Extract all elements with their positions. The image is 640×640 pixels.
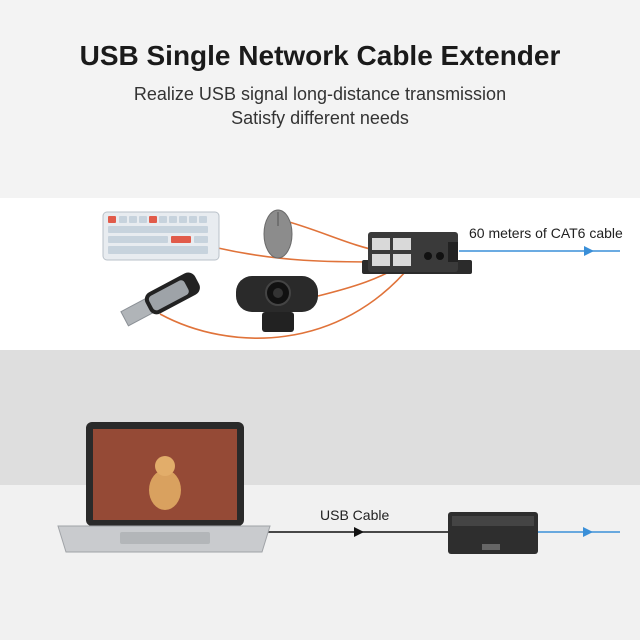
header-background [0,0,640,198]
webcam-icon [236,276,318,332]
subtitle-line-1: Realize USB signal long-distance transmi… [133,84,507,104]
arrow-icon [583,527,593,537]
usb-cable [250,527,452,537]
keyboard-icon [102,211,220,261]
arrow-icon [584,246,594,256]
receiver-box-icon [362,232,472,274]
transmitter-box-icon [448,512,538,554]
network-cable-bottom [537,527,620,537]
arrow-icon [354,527,364,537]
network-cable [459,246,620,256]
subtitle-line-2: Satisfy different needs [231,108,409,128]
flash-drive-cable [159,263,413,339]
page-title: USB Single Network Cable Extender [79,40,561,71]
mouse-icon [263,209,293,259]
usb-cable-label: USB Cable [320,507,390,523]
laptop-icon [57,422,271,553]
cat-image [149,470,181,510]
keyboard-cable [217,247,383,263]
cat6-cable-label: 60 meters of CAT6 cable [469,225,623,241]
usb-flash-drive-icon [120,272,200,327]
